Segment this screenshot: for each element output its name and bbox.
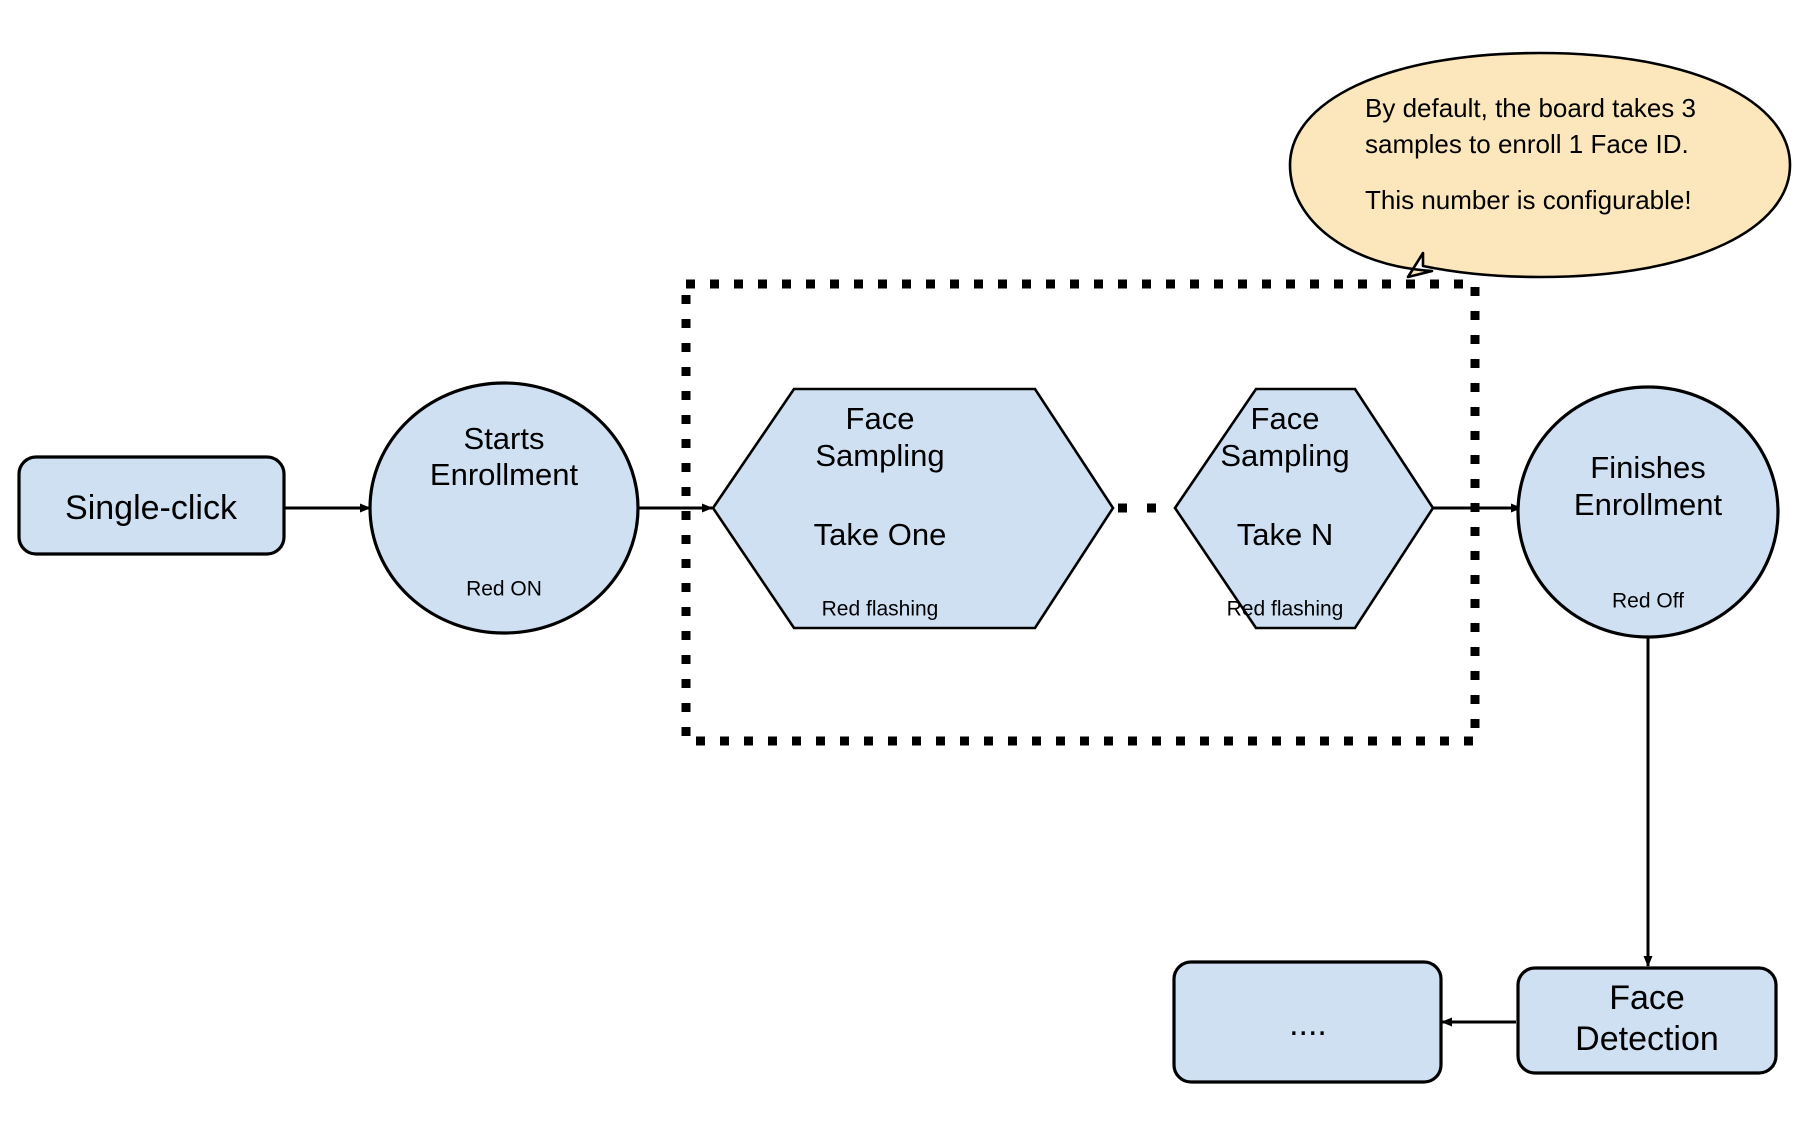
face-sampling-n-line1: Face xyxy=(1251,401,1320,436)
node-face-sampling-one[interactable]: Face Sampling Take One Red flashing xyxy=(711,387,1115,630)
node-starts-enrollment[interactable]: Starts Enrollment Red ON xyxy=(368,381,640,635)
node-single-click[interactable]: Single-click xyxy=(17,455,286,556)
face-sampling-one-hex[interactable] xyxy=(711,387,1115,630)
starts-enrollment-line2: Enrollment xyxy=(430,457,579,492)
node-more-steps[interactable]: .... xyxy=(1172,960,1443,1084)
node-face-sampling-n[interactable]: Face Sampling Take N Red flashing xyxy=(1173,387,1435,630)
callout-line2: samples to enroll 1 Face ID. xyxy=(1365,129,1689,159)
starts-enrollment-ellipse[interactable] xyxy=(368,381,640,635)
finishes-enrollment-status: Red Off xyxy=(1612,590,1684,613)
face-sampling-one-take: Take One xyxy=(814,517,947,552)
face-sampling-one-line1: Face xyxy=(846,401,915,436)
face-sampling-n-take: Take N xyxy=(1237,517,1333,552)
callout-note: By default, the board takes 3 samples to… xyxy=(1288,51,1792,279)
finishes-enrollment-line1: Finishes xyxy=(1590,450,1705,485)
node-face-detection[interactable]: Face Detection xyxy=(1516,966,1778,1075)
callout-line3: This number is configurable! xyxy=(1365,185,1692,215)
face-detection-box[interactable] xyxy=(1516,966,1778,1075)
node-finishes-enrollment[interactable]: Finishes Enrollment Red Off xyxy=(1516,385,1780,639)
sampling-loop-group xyxy=(681,279,1480,746)
callout-line1: By default, the board takes 3 xyxy=(1365,93,1696,123)
face-sampling-n-line2: Sampling xyxy=(1220,438,1349,473)
face-sampling-n-hexagon[interactable] xyxy=(1173,387,1435,630)
finishes-enrollment-ellipse[interactable] xyxy=(1516,385,1780,639)
single-click-label: Single-click xyxy=(65,489,238,527)
starts-enrollment-line1: Starts xyxy=(464,421,545,456)
more-steps-box[interactable] xyxy=(1172,960,1443,1084)
face-sampling-one-status: Red flashing xyxy=(822,598,939,621)
callout-bubble xyxy=(1288,51,1792,279)
finishes-enrollment-line2: Enrollment xyxy=(1574,487,1723,522)
face-sampling-n-status: Red flashing xyxy=(1227,598,1344,621)
face-detection-line2: Detection xyxy=(1575,1020,1719,1058)
more-steps-label: .... xyxy=(1289,1005,1327,1043)
face-detection-line1: Face xyxy=(1609,979,1685,1017)
single-click-box[interactable] xyxy=(17,455,286,556)
starts-enrollment-status: Red ON xyxy=(466,578,542,601)
face-sampling-one-line2: Sampling xyxy=(815,438,944,473)
